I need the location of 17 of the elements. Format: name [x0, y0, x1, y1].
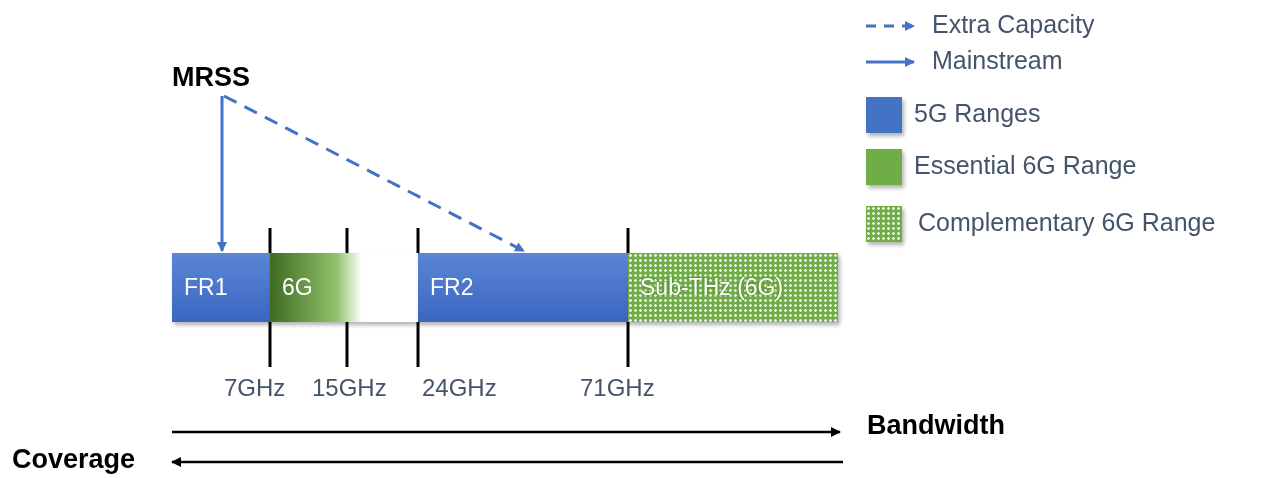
legend-text: Complementary 6G Range: [918, 208, 1216, 237]
frequency-label: 7GHz: [224, 374, 286, 402]
frequency-band: 6G: [270, 253, 418, 322]
frequency-band: FR2: [418, 253, 628, 322]
legend-text: Essential 6G Range: [914, 151, 1137, 180]
legend-text: Extra Capacity: [932, 10, 1095, 39]
axis-label: Coverage: [12, 444, 136, 475]
legend-text: 5G Ranges: [914, 99, 1041, 128]
source-label: MRSS: [160, 60, 260, 94]
arrow: [223, 94, 525, 253]
arrow: [217, 96, 227, 252]
frequency-label: 15GHz: [312, 374, 387, 402]
frequency-label: 24GHz: [422, 374, 497, 402]
axis-label: Bandwidth: [867, 410, 1005, 441]
frequency-band: FR1: [172, 253, 270, 322]
frequency-label: 71GHz: [580, 374, 655, 402]
legend-text: Mainstream: [932, 46, 1063, 75]
